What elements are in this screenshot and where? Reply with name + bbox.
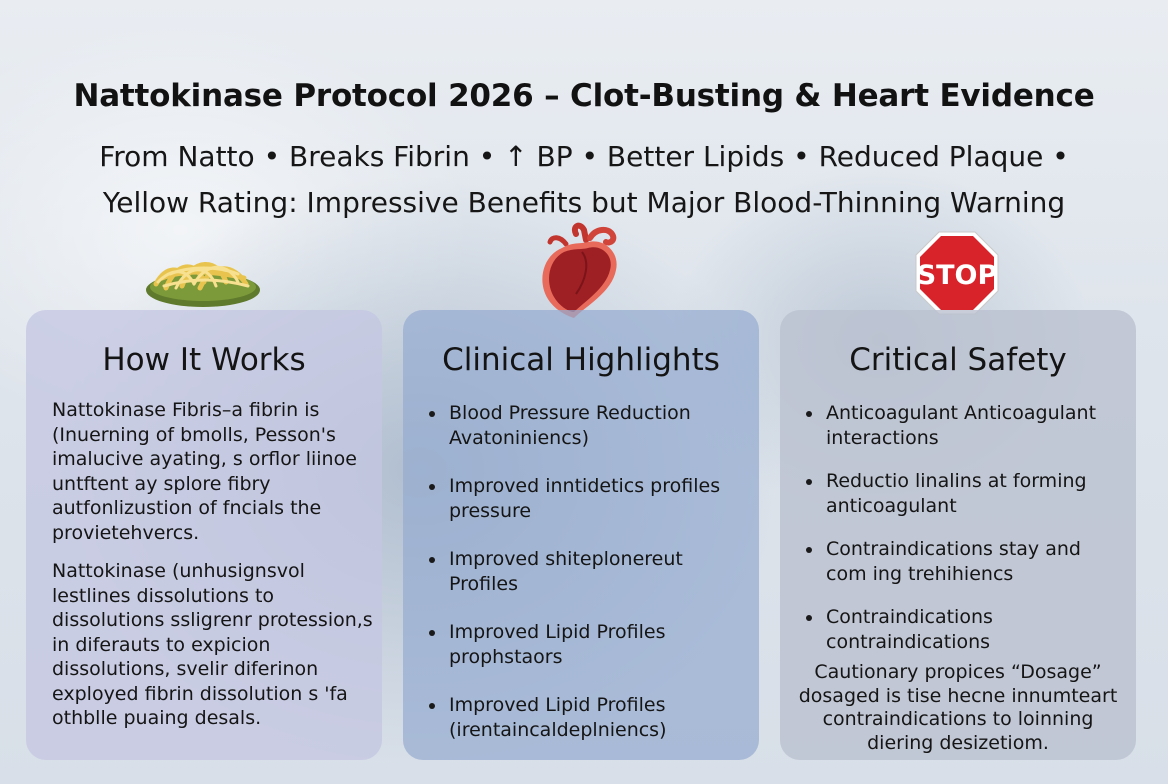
stop-sign-icon: STOP (915, 231, 999, 315)
list-item: Reductio linalins at forming anticoagula… (806, 469, 1124, 518)
list-item: Improved Lipid Profiles prophstaors (429, 620, 747, 669)
list-item-text: Improved Lipid Profiles prophstaors (449, 621, 666, 668)
list-item-text: Blood Pressure Reduction Avatoniniencs) (449, 402, 691, 449)
list-item-text: Improved shiteplonereut Profiles (449, 548, 683, 595)
bullet-dot-icon (806, 411, 812, 417)
clinical-highlights-card: Clinical Highlights Blood Pressure Reduc… (403, 310, 759, 760)
page-title: Nattokinase Protocol 2026 – Clot-Busting… (73, 78, 1095, 114)
how-it-works-body: Nattokinase Fibris–a fibrin is (Inuernin… (52, 398, 374, 745)
bullet-dot-icon (429, 484, 435, 490)
list-item-text: Improved inntidetics profiles pressure (449, 475, 721, 522)
cautionary-note: Cautionary propices “Dosage” dosaged is … (798, 661, 1118, 754)
subtitle-line-1: From Natto • Breaks Fibrin • ↑ BP • Bett… (99, 140, 1069, 173)
bullet-dot-icon (429, 703, 435, 709)
list-item: Improved Lipid Profiles (irentaincaldepl… (429, 693, 747, 742)
list-item: Blood Pressure Reduction Avatoniniencs) (429, 401, 747, 450)
critical-safety-card: Critical Safety Anticoagulant Anticoagul… (780, 310, 1136, 760)
natto-noodles-icon (146, 262, 260, 307)
list-item: Contraindications stay and com ing trehi… (806, 537, 1124, 586)
list-item: Contraindications contraindications (806, 605, 1124, 654)
bullet-dot-icon (806, 547, 812, 553)
list-item-text: Reductio linalins at forming anticoagula… (826, 470, 1087, 517)
subtitle-line-2: Yellow Rating: Impressive Benefits but M… (102, 186, 1066, 219)
list-item-text: Anticoagulant Anticoagulant interactions (826, 402, 1097, 449)
list-item: Improved inntidetics profiles pressure (429, 474, 747, 523)
bullet-dot-icon (429, 411, 435, 417)
bullet-dot-icon (806, 479, 812, 485)
list-item: Improved shiteplonereut Profiles (429, 547, 747, 596)
bullet-dot-icon (429, 630, 435, 636)
card-heading-how-it-works: How It Works (102, 342, 306, 378)
how-it-works-paragraph: Nattokinase (unhusignsvol lestlines diss… (52, 560, 373, 729)
clinical-highlights-list: Blood Pressure Reduction Avatoniniencs) … (429, 401, 747, 766)
stop-sign-label: STOP (917, 260, 998, 291)
bullet-dot-icon (806, 615, 812, 621)
list-item-text: Contraindications stay and com ing trehi… (826, 538, 1081, 585)
list-item: Anticoagulant Anticoagulant interactions (806, 401, 1124, 450)
card-heading-clinical-highlights: Clinical Highlights (442, 342, 720, 378)
how-it-works-card: How It Works Nattokinase Fibris–a fibrin… (26, 310, 382, 760)
critical-safety-list: Anticoagulant Anticoagulant interactions… (806, 401, 1124, 673)
heart-icon (542, 222, 617, 318)
card-heading-critical-safety: Critical Safety (849, 342, 1067, 378)
list-item-text: Contraindications contraindications (826, 606, 993, 653)
how-it-works-paragraph: Nattokinase Fibris–a fibrin is (Inuernin… (52, 399, 357, 544)
bullet-dot-icon (429, 557, 435, 563)
list-item-text: Improved Lipid Profiles (irentaincaldepl… (449, 694, 667, 741)
